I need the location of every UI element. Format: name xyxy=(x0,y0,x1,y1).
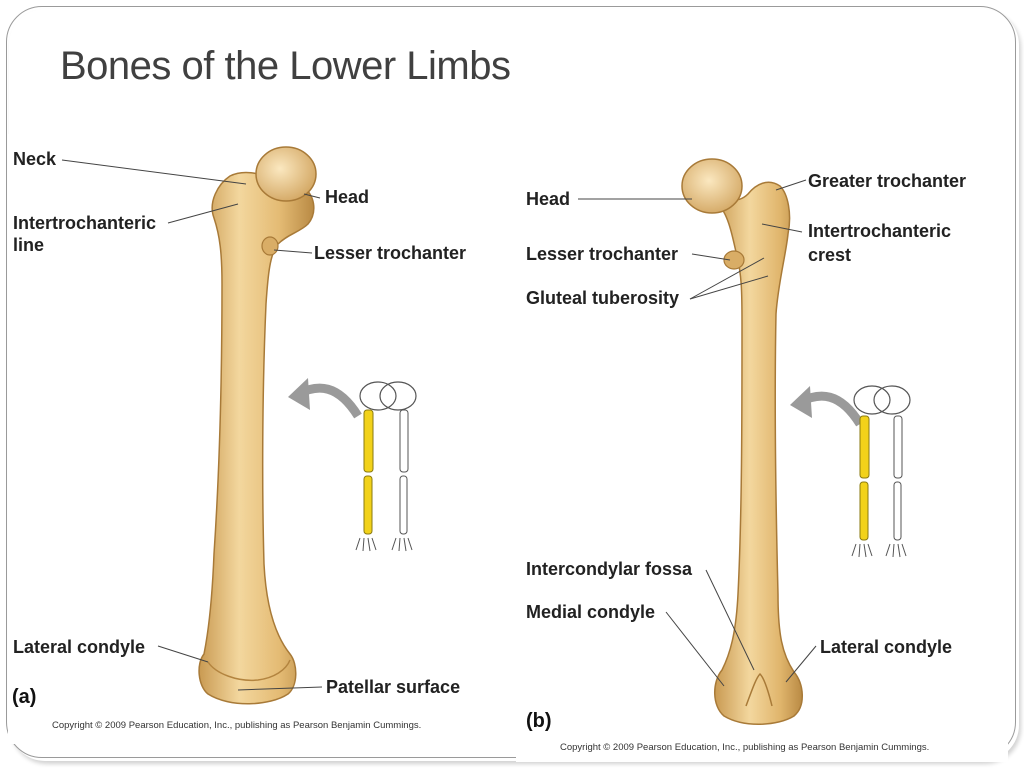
skeleton-orientation-inset-b xyxy=(790,385,911,558)
panel-tag-a: (a) xyxy=(12,686,37,708)
label-intertrochanteric-crest-2: crest xyxy=(808,245,852,265)
label-gluteal-tuberosity: Gluteal tuberosity xyxy=(526,288,680,308)
anterior-femur-illustration xyxy=(61,146,417,705)
label-intertrochanteric-line-2: line xyxy=(13,235,45,255)
label-medial-condyle: Medial condyle xyxy=(526,602,656,622)
leader-lines-panel-a xyxy=(61,159,323,691)
label-lesser-trochanter: Lesser trochanter xyxy=(314,243,467,263)
femoral-head-posterior xyxy=(681,158,743,214)
label-lateral-condyle: Lateral condyle xyxy=(820,637,953,657)
leader-lines-panel-b xyxy=(578,179,817,687)
panel-anterior-view: Neck Intertrochanteric line Head Lesser … xyxy=(8,134,514,744)
label-neck: Neck xyxy=(13,149,57,169)
label-greater-trochanter: Greater trochanter xyxy=(808,171,967,191)
panel-tag-b: (b) xyxy=(526,710,552,732)
posterior-femur-illustration xyxy=(578,158,911,725)
lesser-trochanter-posterior xyxy=(723,250,745,270)
copyright-a: Copyright © 2009 Pearson Education, Inc.… xyxy=(52,720,422,731)
label-patellar-surface: Patellar surface xyxy=(326,677,461,697)
label-lesser-trochanter: Lesser trochanter xyxy=(526,244,679,264)
slide-title: Bones of the Lower Limbs xyxy=(60,44,511,88)
label-head: Head xyxy=(526,189,571,209)
femur-posterior-shape xyxy=(714,181,803,725)
skeleton-orientation-inset-a xyxy=(288,378,417,552)
label-intercondylar-fossa: Intercondylar fossa xyxy=(526,559,693,579)
lesser-trochanter-anterior xyxy=(261,236,279,256)
panel-posterior-view: Head Greater trochanter Intertrochanteri… xyxy=(516,134,1008,762)
label-intertrochanteric-line-1: Intertrochanteric xyxy=(13,213,157,233)
copyright-b: Copyright © 2009 Pearson Education, Inc.… xyxy=(560,742,930,753)
femur-anterior-shape xyxy=(198,171,315,705)
label-lateral-condyle: Lateral condyle xyxy=(13,637,146,657)
label-head: Head xyxy=(325,187,370,207)
slide-frame xyxy=(6,6,1016,758)
label-intertrochanteric-crest-1: Intertrochanteric xyxy=(808,221,952,241)
femoral-head-anterior xyxy=(255,146,317,202)
